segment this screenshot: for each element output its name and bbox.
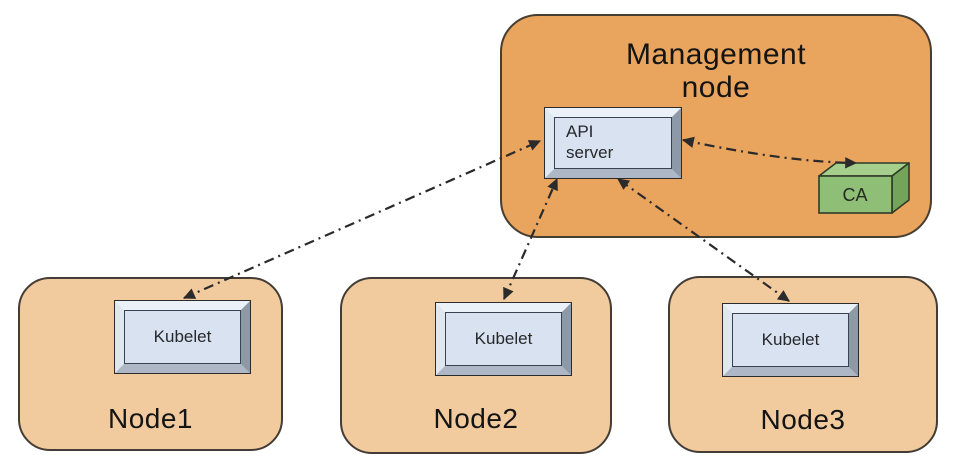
kubelet-box-node2: Kubelet (435, 302, 572, 376)
kubelet-bevel: Kubelet (115, 301, 250, 373)
kubelet-box-node1: Kubelet (114, 300, 251, 374)
node1-label: Node1 (107, 403, 193, 434)
connector-api-kubelet1 (182, 139, 542, 300)
kubelet-label: Kubelet (153, 327, 212, 346)
kubelet-face: Kubelet (732, 313, 849, 367)
kubelet-bevel: Kubelet (436, 303, 571, 375)
kubelet-label: Kubelet (474, 329, 533, 348)
api-server-face: API server (554, 117, 672, 169)
kubelet-box-node3: Kubelet (722, 303, 859, 377)
node3-label: Node3 (760, 404, 846, 435)
kubelet-face: Kubelet (124, 310, 241, 364)
management-node-box: Management node API server CA (500, 14, 932, 238)
kubelet-label: Kubelet (761, 330, 820, 349)
ca-front-face (818, 175, 893, 214)
api-server-label: API server (566, 122, 614, 162)
kubelet-face: Kubelet (445, 312, 562, 366)
kubelet-bevel: Kubelet (723, 304, 858, 376)
node2-box: Kubelet Node2 (340, 277, 612, 454)
node3-box: Kubelet Node3 (668, 276, 938, 453)
ca-box: CA (818, 162, 910, 214)
node2-label: Node2 (433, 403, 519, 434)
ca-label: CA (842, 185, 867, 205)
management-node-label: Management node (502, 38, 930, 104)
management-node-label-text: Management node (625, 38, 807, 104)
node1-box: Kubelet Node1 (18, 277, 283, 451)
api-server-box: API server (544, 107, 682, 179)
api-server-bevel: API server (545, 108, 681, 178)
